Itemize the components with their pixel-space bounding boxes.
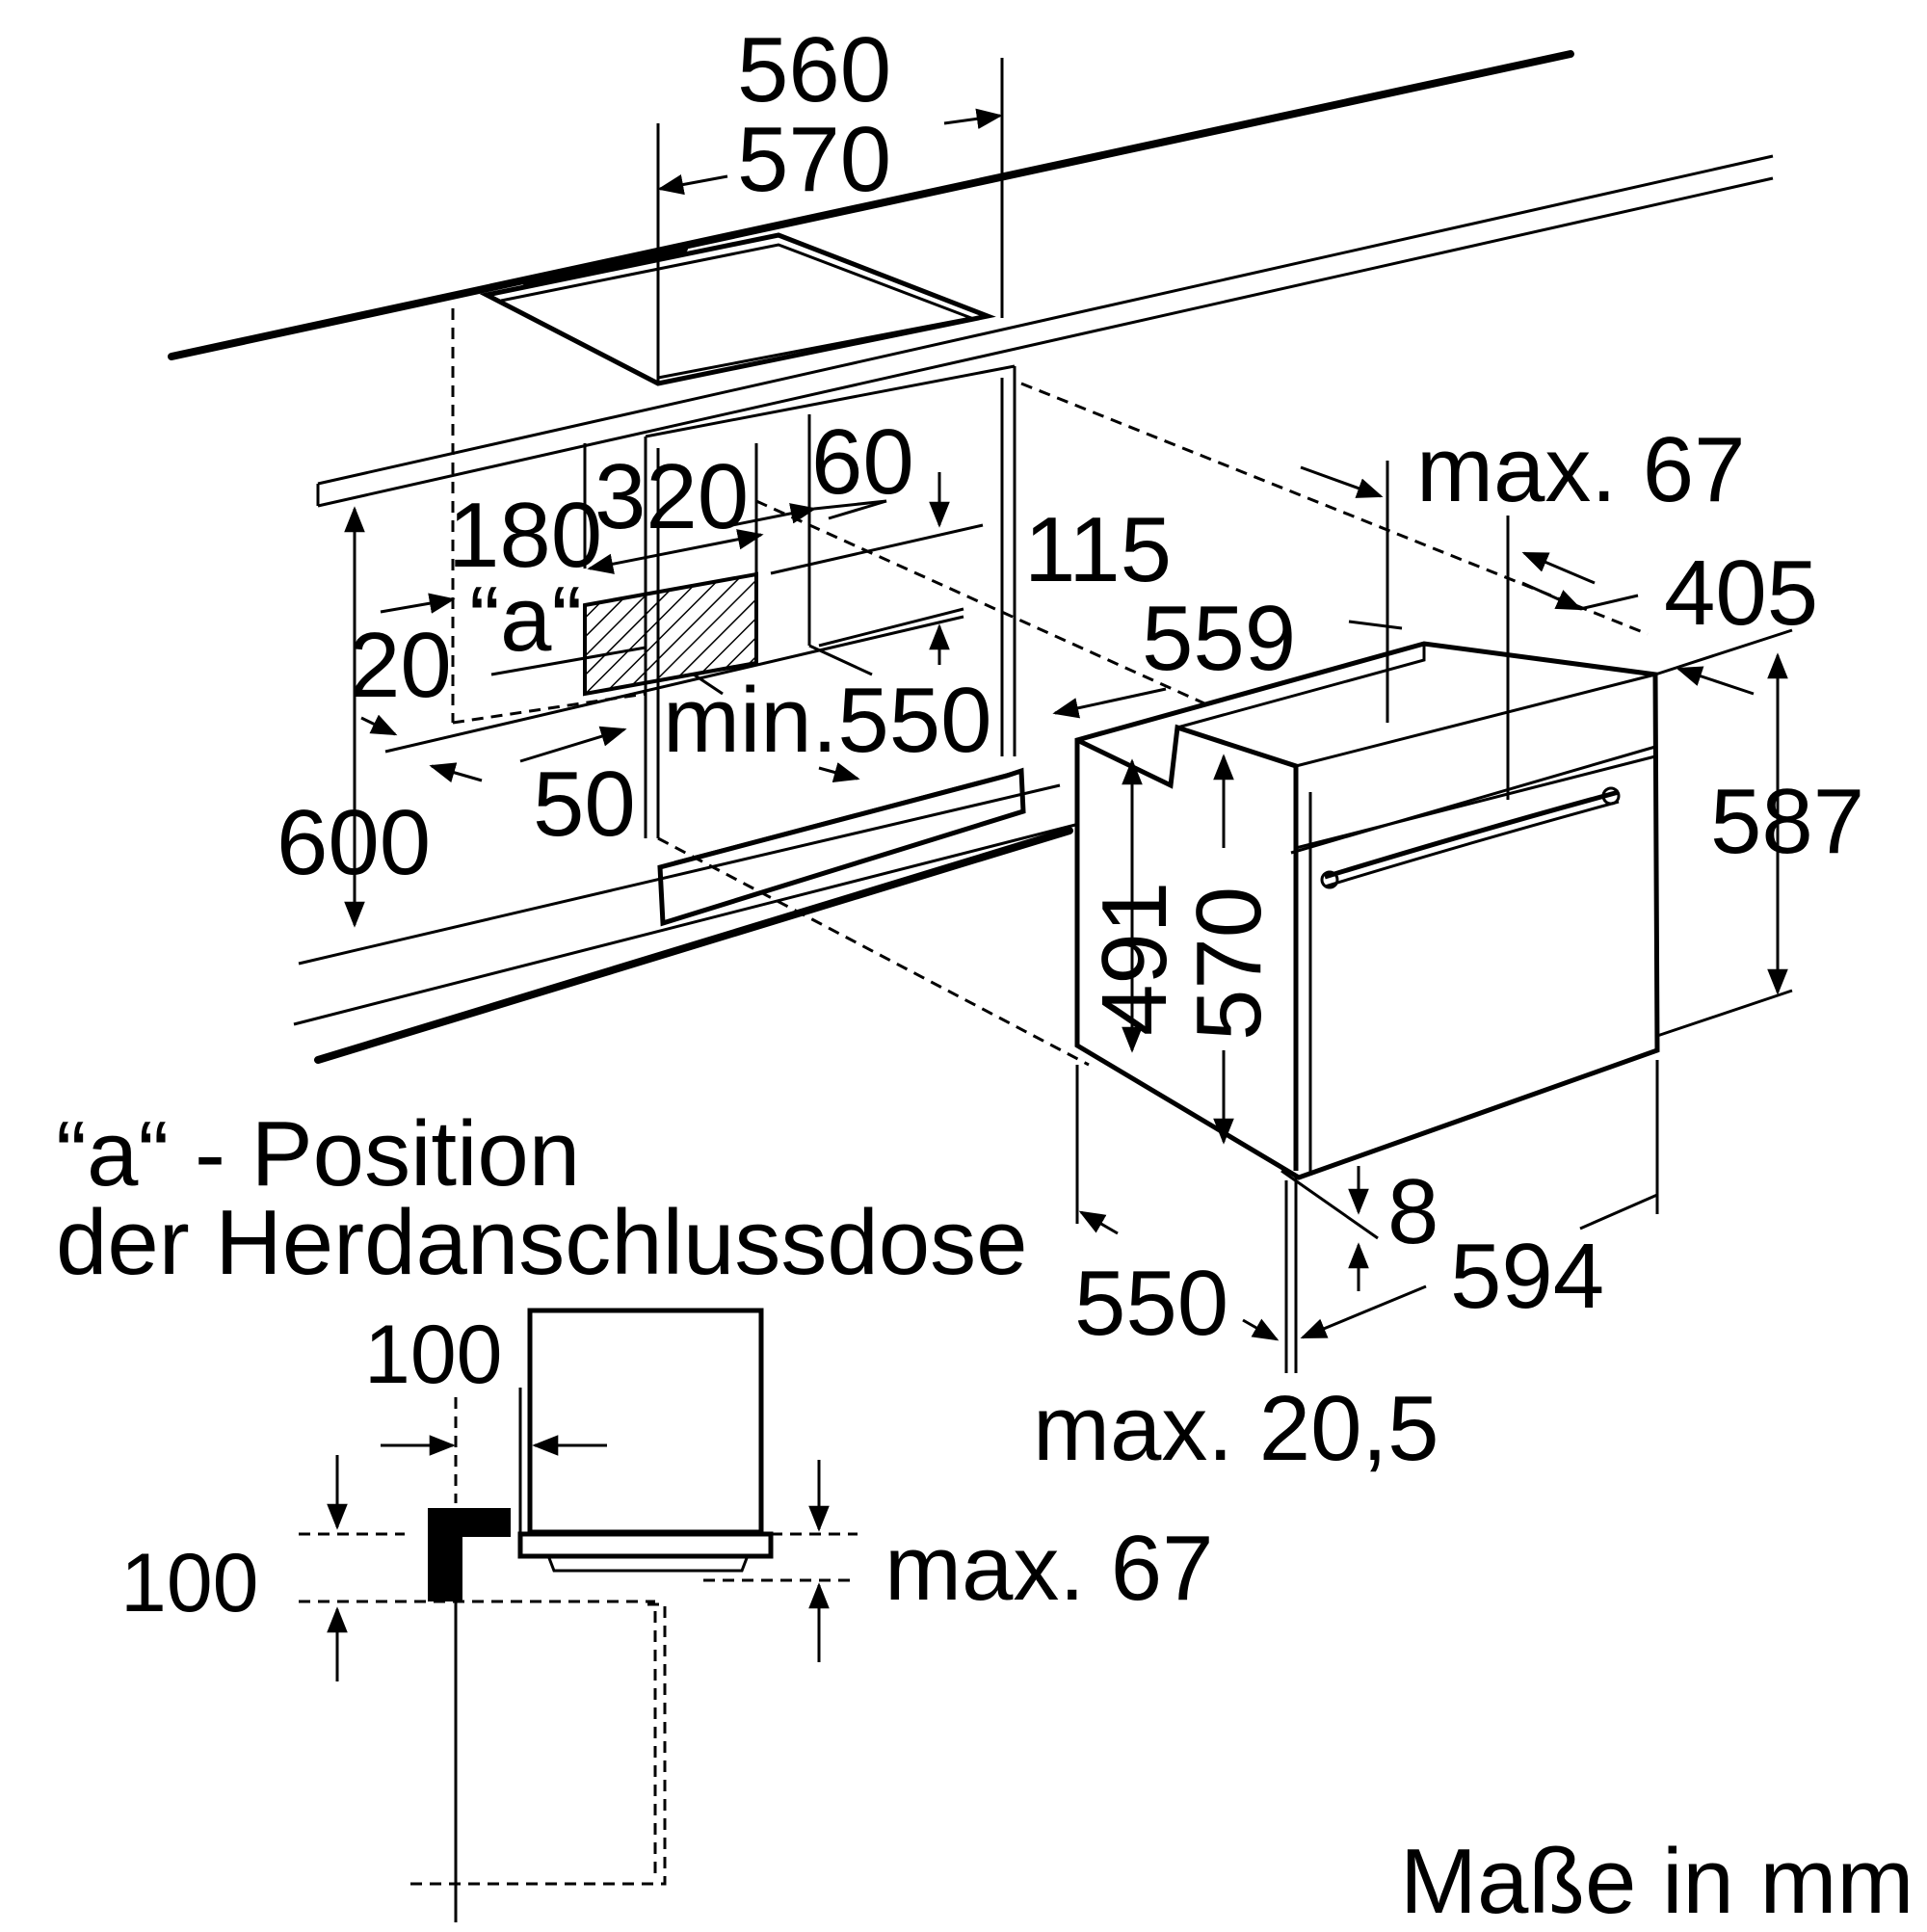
legend-line-2: der Herdanschlussdose (56, 1191, 1028, 1294)
label-dim-559: 559 (1142, 587, 1296, 690)
label-units: Maße in mm (1400, 1830, 1914, 1927)
niche-dimension-arrows (344, 443, 984, 928)
label-detail-100-top: 100 (364, 1309, 503, 1401)
label-dim-550: 550 (1074, 1252, 1228, 1355)
plinth (657, 767, 1026, 927)
detail-view (299, 1308, 858, 1922)
label-a: “a“ (469, 568, 582, 671)
connection-box-a (490, 571, 758, 697)
label-cutout-width-560: 560 (737, 18, 891, 121)
countertop (168, 50, 1774, 508)
label-dim-594: 594 (1450, 1225, 1604, 1328)
label-dim-115: 115 (1024, 498, 1172, 601)
label-cutout-width-570: 570 (737, 108, 891, 211)
hob-dimension-lines (656, 58, 1004, 384)
label-dim-320: 320 (594, 445, 749, 548)
label-detail-100-left: 100 (120, 1537, 259, 1629)
label-dim-491: 491 (1083, 882, 1186, 1036)
label-dim-180: 180 (448, 484, 602, 587)
hob (479, 232, 996, 386)
label-dim-50: 50 (533, 753, 636, 856)
label-dim-587: 587 (1710, 770, 1864, 873)
label-dim-20: 20 (349, 614, 452, 717)
label-dim-8: 8 (1387, 1160, 1439, 1263)
label-dim-570-side: 570 (1177, 887, 1280, 1041)
label-max-20-5: max. 20,5 (1033, 1377, 1439, 1480)
label-min-550: min.550 (663, 669, 992, 772)
label-dim-60: 60 (811, 410, 914, 514)
label-dim-405: 405 (1664, 542, 1818, 645)
oven-dimension-lines (1052, 461, 1793, 1373)
label-max-67-top: max. 67 (1416, 418, 1745, 521)
floor-lines (293, 783, 1080, 1064)
label-dim-600: 600 (277, 791, 431, 894)
legend-line-1: “a“ - Position (56, 1102, 580, 1205)
label-max-67-bottom: max. 67 (884, 1517, 1213, 1620)
